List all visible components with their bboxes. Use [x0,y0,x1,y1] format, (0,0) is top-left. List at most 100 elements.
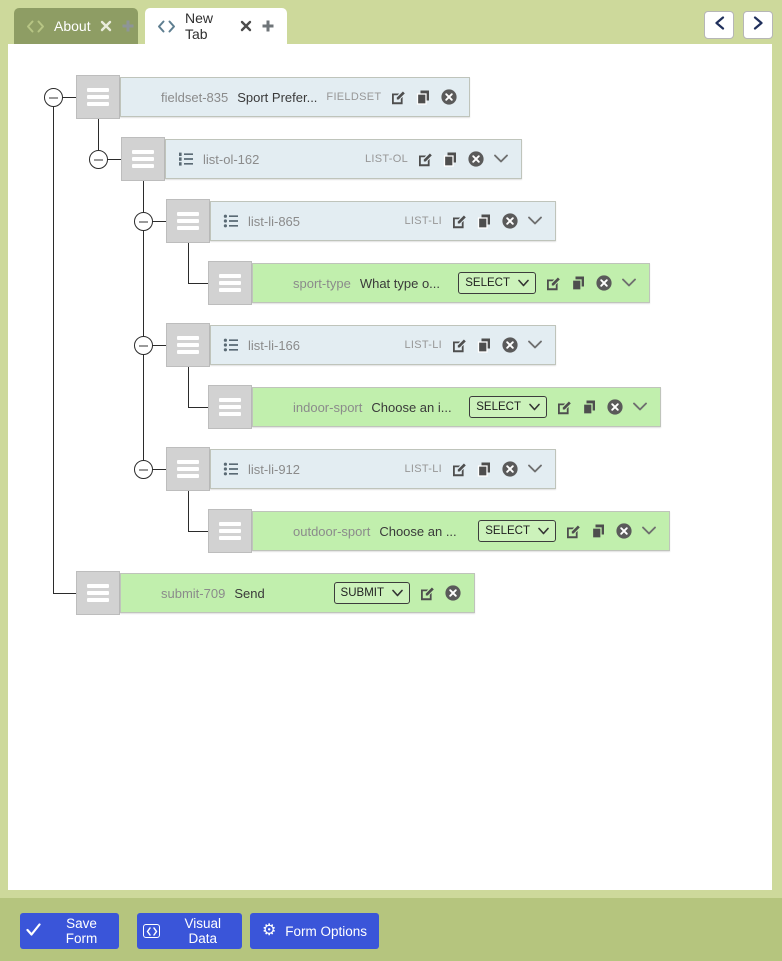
edit-icon[interactable] [565,523,582,540]
delete-icon[interactable] [615,522,633,540]
add-tab-icon[interactable] [121,19,135,33]
tree-connector [188,491,189,531]
node-body[interactable]: list-ol-162 LIST-OL [165,139,522,179]
node-body[interactable]: outdoor-sport Choose an ... SELECT [252,511,670,551]
save-form-button[interactable]: Save Form [20,913,119,949]
chevron-right-icon [753,15,764,35]
node-name: outdoor-sport [293,523,371,539]
next-tab-button[interactable] [743,11,773,39]
select-dropdown[interactable]: SELECT [478,520,556,542]
node-body[interactable]: list-li-166 LIST-LI [210,325,556,365]
tree-connector [62,97,76,98]
drag-handle[interactable] [76,75,120,119]
edit-icon[interactable] [556,399,573,416]
select-dropdown[interactable]: SELECT [458,272,536,294]
node-body[interactable]: submit-709 Send SUBMIT [120,573,475,613]
chevron-down-icon [538,527,549,535]
duplicate-icon[interactable] [590,523,607,540]
tree-node-list-li: list-li-865 LIST-LI [166,199,556,243]
duplicate-icon[interactable] [442,151,459,168]
delete-icon[interactable] [444,584,462,602]
collapse-toggle[interactable] [134,460,153,479]
node-body[interactable]: sport-type What type o... SELECT [252,263,650,303]
edit-icon[interactable] [419,585,436,602]
node-type-label: LIST-LI [404,215,442,227]
drag-handle[interactable] [208,509,252,553]
close-icon[interactable] [100,20,112,32]
duplicate-icon[interactable] [415,89,432,106]
edit-icon[interactable] [451,213,468,230]
select-value: SELECT [476,401,521,413]
node-body[interactable]: list-li-912 LIST-LI [210,449,556,489]
node-type-label: FIELDSET [326,91,382,103]
drag-handle[interactable] [166,323,210,367]
collapse-toggle[interactable] [44,88,63,107]
node-name: list-li-865 [248,213,301,229]
node-body[interactable]: list-li-865 LIST-LI [210,201,556,241]
node-type-label: LIST-LI [404,339,442,351]
delete-icon[interactable] [467,150,485,168]
select-dropdown[interactable]: SELECT [469,396,547,418]
close-icon[interactable] [240,20,252,32]
collapse-toggle[interactable] [134,336,153,355]
chevron-down-icon[interactable] [632,401,648,413]
node-name: list-li-166 [248,337,301,353]
tree-connector [143,355,144,460]
chevron-down-icon[interactable] [527,339,543,351]
delete-icon[interactable] [501,336,519,354]
drag-handle[interactable] [166,199,210,243]
delete-icon[interactable] [606,398,624,416]
duplicate-icon[interactable] [476,213,493,230]
select-dropdown[interactable]: SUBMIT [333,582,410,604]
check-icon [26,923,41,939]
node-type-label: LIST-OL [364,153,408,165]
edit-icon[interactable] [451,337,468,354]
chevron-down-icon [529,403,540,411]
visual-data-button[interactable]: Visual Data [137,913,242,949]
prev-tab-button[interactable] [704,11,734,39]
node-name: indoor-sport [293,399,363,415]
node-name: list-li-912 [248,461,301,477]
minus-icon [49,96,58,99]
node-body[interactable]: indoor-sport Choose an i... SELECT [252,387,661,427]
drag-handle[interactable] [208,385,252,429]
tree-node-list-li: list-li-166 LIST-LI [166,323,556,367]
form-options-button[interactable]: ⚙ Form Options [250,913,379,949]
duplicate-icon[interactable] [476,461,493,478]
edit-icon[interactable] [451,461,468,478]
chevron-down-icon[interactable] [621,277,637,289]
chevron-down-icon[interactable] [493,153,509,165]
node-title: Choose an ... [379,523,457,539]
tab-new-tab[interactable]: New Tab [145,8,287,44]
duplicate-icon[interactable] [581,399,598,416]
edit-icon[interactable] [417,151,434,168]
delete-icon[interactable] [595,274,613,292]
node-type-label: LIST-LI [404,463,442,475]
duplicate-icon[interactable] [476,337,493,354]
delete-icon[interactable] [501,460,519,478]
delete-icon[interactable] [501,212,519,230]
collapse-toggle[interactable] [134,212,153,231]
drag-handle[interactable] [121,137,165,181]
tree-node-fieldset: fieldset-835 Sport Prefer... FIELDSET [76,75,470,119]
delete-icon[interactable] [440,88,458,106]
node-title: Sport Prefer... [237,89,318,105]
tab-about[interactable]: About [14,8,138,44]
node-name: sport-type [293,275,351,291]
drag-handle[interactable] [166,447,210,491]
edit-icon[interactable] [390,89,407,106]
gear-icon: ⚙ [261,922,277,939]
chevron-down-icon[interactable] [527,215,543,227]
tab-label: New Tab [185,10,214,42]
button-label: Form Options [285,923,368,939]
chevron-down-icon[interactable] [527,463,543,475]
duplicate-icon[interactable] [570,275,587,292]
chevron-down-icon[interactable] [641,525,657,537]
drag-handle[interactable] [76,571,120,615]
edit-icon[interactable] [545,275,562,292]
add-tab-icon[interactable] [261,19,275,33]
node-body[interactable]: fieldset-835 Sport Prefer... FIELDSET [120,77,470,117]
drag-handle[interactable] [208,261,252,305]
collapse-toggle[interactable] [89,150,108,169]
